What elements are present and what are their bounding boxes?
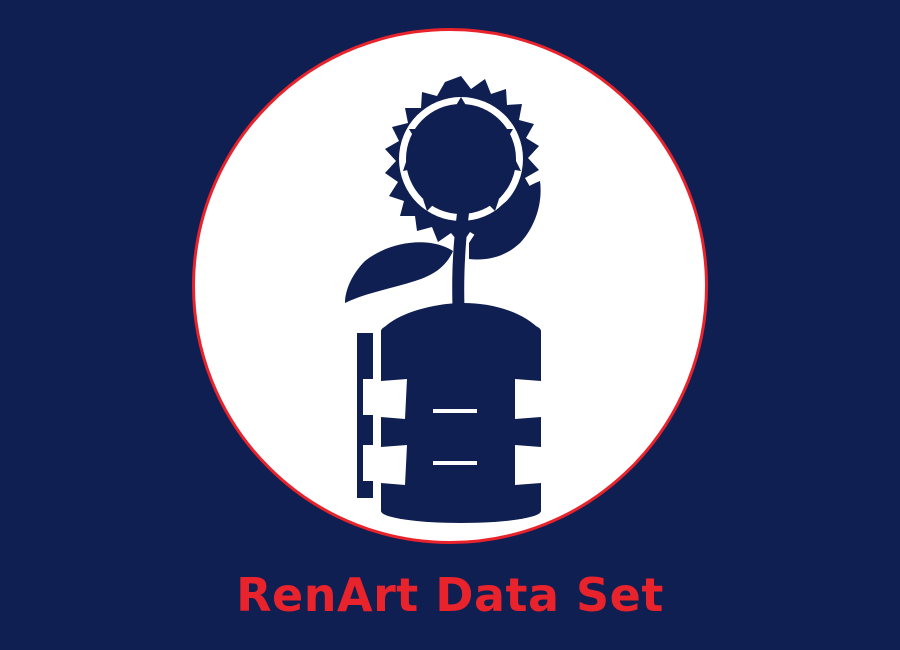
sunflower-stem <box>452 213 469 321</box>
right-leaf <box>469 181 541 260</box>
sunflower-head <box>406 104 516 214</box>
logo-caption: RenArt Data Set <box>236 568 664 622</box>
left-leaf <box>345 242 453 303</box>
logo-badge <box>192 28 708 544</box>
database-barrel <box>357 317 541 523</box>
sunflower-database-icon <box>345 76 541 523</box>
